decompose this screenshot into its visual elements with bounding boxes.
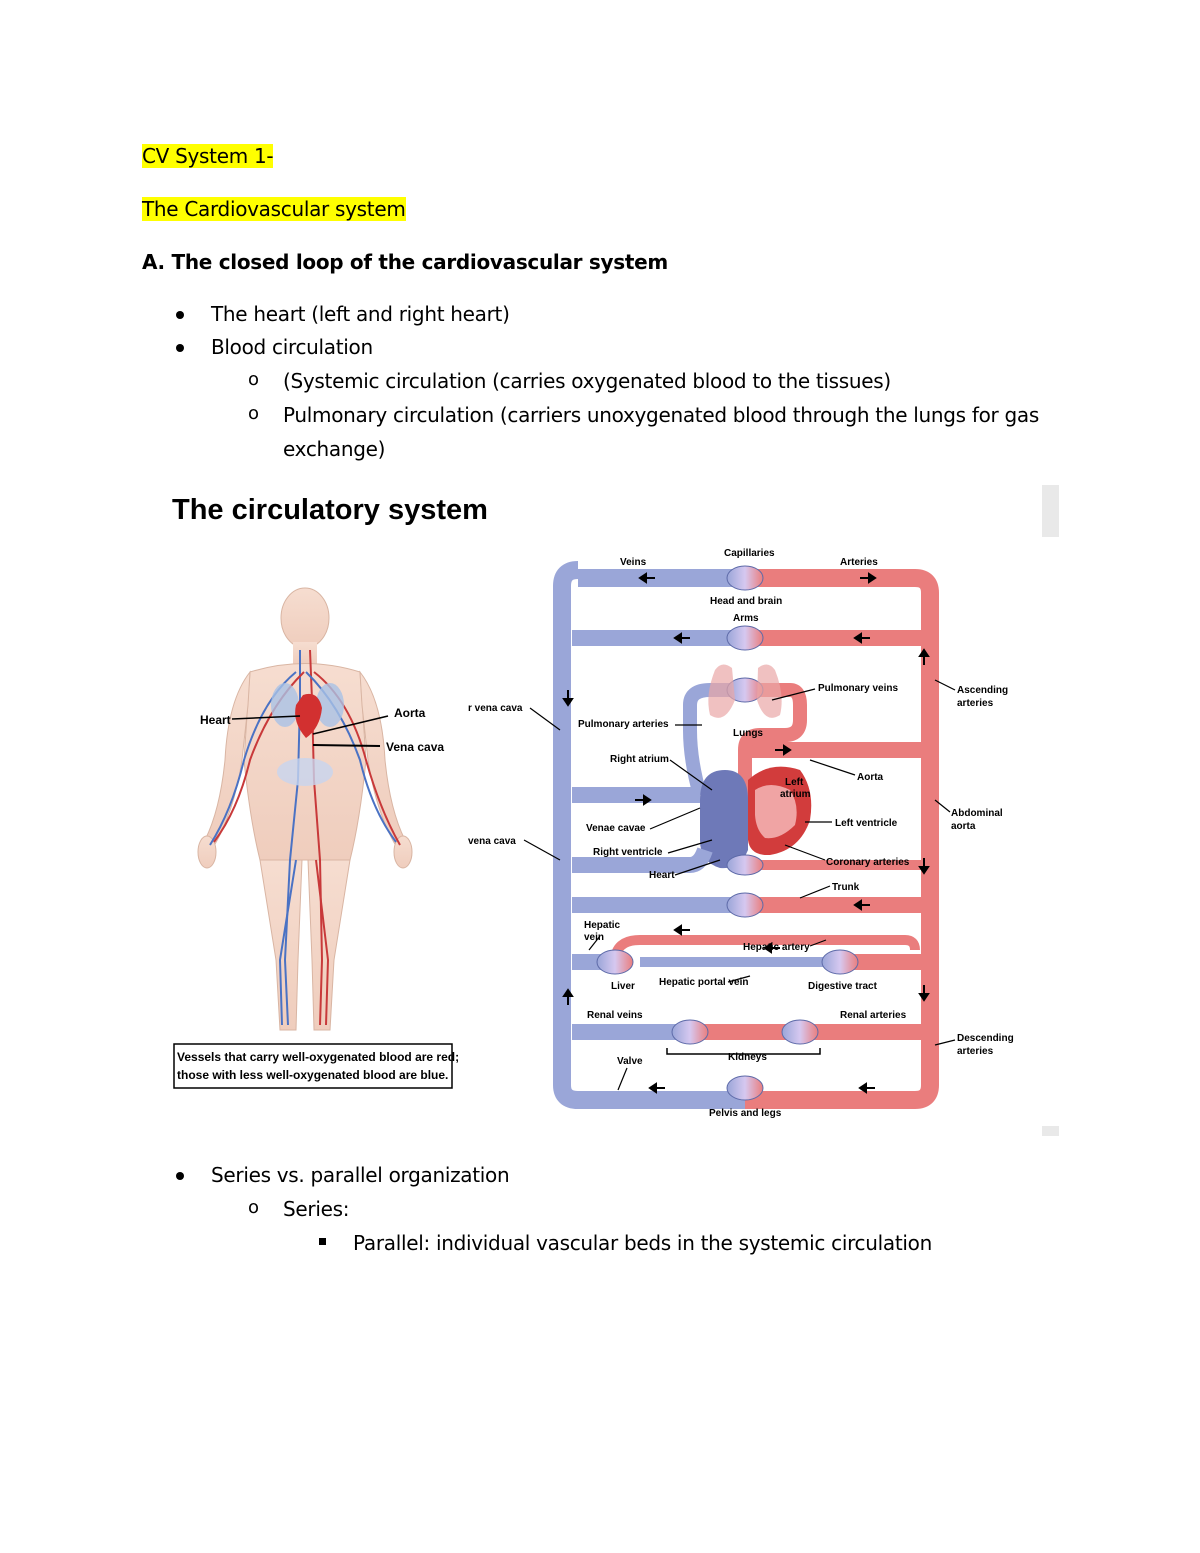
heart-pointer [231,715,301,720]
label-kidneys: Kidneys [728,1052,767,1063]
capillary-kidney-2 [781,1019,819,1045]
label-head-and-brain: Head and brain [710,596,782,607]
body-label-aorta: Aorta [394,706,426,720]
label-descending-arteries-1: Descending [957,1033,1014,1044]
body-label-vena-cava: Vena cava [386,740,444,754]
capillary-pelvis [726,1075,764,1101]
label-pelvis-and-legs: Pelvis and legs [709,1108,782,1119]
label-hepatic-portal-vein: Hepatic portal vein [659,977,748,988]
figure-title: The circulatory system [172,494,488,526]
label-heart: Heart [649,870,675,881]
label-liver: Liver [611,981,635,992]
label-arteries: Arteries [840,557,878,568]
sub-bullet-pulmonary: Pulmonary circulation (carriers unoxygen… [283,403,1039,427]
circulation-diagram [553,561,939,1109]
label-abdominal-aorta-1: Abdominal [951,808,1003,819]
label-right-atrium: Right atrium [610,754,669,765]
label-pulmonary-veins: Pulmonary veins [818,683,898,694]
label-superior-vena-cava: r vena cava [468,703,523,714]
bullet-blood-circulation: Blood circulation [211,335,373,359]
label-renal-arteries: Renal arteries [840,1010,907,1021]
label-veins: Veins [620,557,647,568]
caption-box [173,1043,453,1089]
label-valve: Valve [617,1056,643,1067]
aorta-pointer [312,715,389,735]
label-ascending-arteries-1: Ascending [957,685,1008,696]
vena-cava-pointer [312,744,381,747]
label-descending-arteries-2: arteries [957,1046,994,1057]
label-leader-lines [523,679,956,1091]
document-title-text: CV System 1- [142,144,274,168]
sub-bullet-systemic: (Systemic circulation (carries oxygenate… [283,369,891,393]
label-hepatic-vein-1: Hepatic [584,920,621,931]
document-subtitle-text: The Cardiovascular system [142,197,406,221]
label-abdominal-aorta-2: aorta [951,821,976,832]
label-capillaries: Capillaries [724,548,775,559]
bullet-dot [176,311,184,319]
label-arms: Arms [733,613,759,624]
label-left-ventricle: Left ventricle [835,818,898,829]
caption-line-1: Vessels that carry well-oxygenated blood… [177,1050,459,1064]
sub-bullet-pulmonary-cont: exchange) [283,437,386,461]
body-label-heart: Heart [200,713,231,727]
sub-bullet-marker: o [248,369,260,390]
label-lungs: Lungs [733,728,763,739]
capillary-trunk [726,892,764,918]
capillary-head [726,565,764,591]
caption-line-2: those with less well-oxygenated blood ar… [177,1068,448,1082]
capillary-liver [596,949,634,975]
capillary-kidney-1 [671,1019,709,1045]
label-inferior-vena-cava: vena cava [468,836,516,847]
label-hepatic-vein-2: vein [584,932,604,943]
page-edge-mark [1042,1126,1059,1136]
label-pulmonary-arteries: Pulmonary arteries [578,719,669,730]
label-digestive-tract: Digestive tract [808,981,878,992]
sub-bullet-marker: o [248,1197,260,1218]
section-heading: A. The closed loop of the cardiovascular… [142,250,668,274]
label-renal-veins: Renal veins [587,1010,643,1021]
label-coronary-arteries: Coronary arteries [826,857,910,868]
page-edge-mark [1042,485,1059,537]
label-trunk: Trunk [832,882,860,893]
document-subtitle: The Cardiovascular system [142,197,406,221]
square-bullet [319,1238,326,1245]
bullet-heart: The heart (left and right heart) [211,302,510,326]
capillary-arms [726,625,764,651]
document-title: CV System 1- [142,144,274,168]
bullet-series-parallel: Series vs. parallel organization [211,1163,510,1187]
human-body-illustration [197,587,413,1031]
label-venae-cavae: Venae cavae [586,823,646,834]
label-left-atrium-2: atrium [780,789,811,800]
label-ascending-arteries-2: arteries [957,698,994,709]
capillary-coronary [726,854,764,876]
label-aorta: Aorta [857,772,884,783]
bullet-dot [176,344,184,352]
bullet-dot [176,1172,184,1180]
capillary-digestive [821,949,859,975]
label-right-ventricle: Right ventricle [593,847,663,858]
sub-bullet-series: Series: [283,1197,350,1221]
label-left-atrium-1: Left [785,777,804,788]
square-bullet-parallel: Parallel: individual vascular beds in th… [353,1231,932,1255]
label-hepatic-artery: Hepatic artery [743,942,810,953]
sub-bullet-marker: o [248,403,260,424]
